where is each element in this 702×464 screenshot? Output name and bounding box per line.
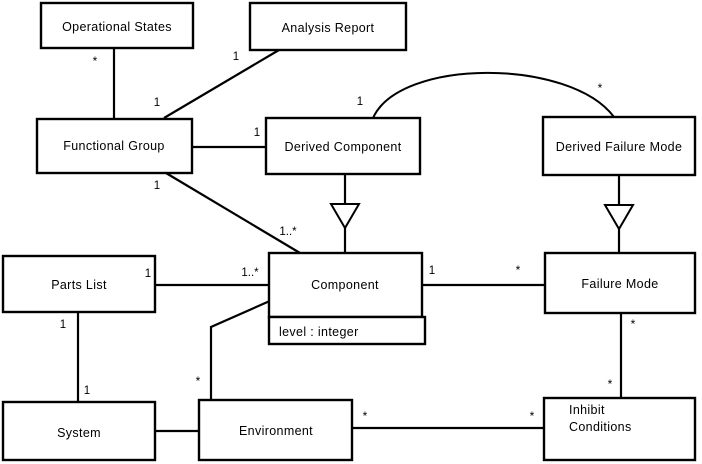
multiplicity-component-left: 1..* (241, 267, 259, 279)
class-name-inhibit-conditions-line1: Inhibit (569, 403, 605, 417)
multiplicity-parts-list-right: 1 (145, 268, 151, 280)
multiplicity-operational-states-star: * (93, 54, 98, 68)
class-rect-system (1, 400, 157, 462)
class-rect-derived-failure-mode (541, 115, 697, 177)
class-rect-environment (197, 398, 354, 462)
multiplicity-component-right: 1 (429, 265, 435, 277)
class-name-failure-mode: Failure Mode (581, 277, 658, 291)
multiplicity-inhibit-conditions-left: * (530, 409, 535, 423)
class-name-analysis-report: Analysis Report (282, 21, 375, 35)
class-name-operational-states: Operational States (62, 20, 172, 34)
multiplicity-functional-group-top: 1 (154, 97, 160, 109)
class-name-functional-group: Functional Group (63, 139, 165, 153)
class-rect-operational-states (39, 1, 195, 50)
multiplicity-environment-top: * (196, 374, 201, 388)
multiplicity-failure-mode-left: * (516, 263, 521, 277)
class-name-parts-list: Parts List (51, 278, 107, 292)
class-box-derived-failure-mode[interactable]: Derived Failure Mode (541, 115, 697, 177)
multiplicity-parts-list-bottom: 1 (60, 319, 66, 331)
class-name-derived-component: Derived Component (284, 140, 401, 154)
class-rect-functional-group (35, 117, 194, 175)
class-box-system[interactable]: System (1, 400, 157, 462)
class-box-operational-states[interactable]: Operational States (39, 1, 195, 50)
multiplicity-derived-failure-mode-top: * (598, 81, 603, 95)
class-rect-inhibit-conditions (542, 396, 697, 462)
class-rect-failure-mode (543, 251, 697, 315)
association-analysis-report-functional-group (163, 49, 280, 119)
multiplicity-component-top-left: 1..* (279, 226, 297, 238)
generalization-arrow-derived-component-component (329, 203, 361, 230)
association-functional-group-component (165, 172, 301, 254)
association-derived-component-derived-failure-mode (372, 71, 615, 119)
multiplicity-functional-group-bottom: 1 (154, 180, 160, 192)
class-name-derived-failure-mode: Derived Failure Mode (556, 140, 683, 154)
class-name-component: Component (311, 278, 379, 292)
association-component-environment (209, 298, 273, 400)
class-attribute-component-level: level : integer (279, 325, 359, 339)
class-box-parts-list[interactable]: Parts List (1, 254, 157, 314)
class-name-system: System (57, 426, 101, 440)
multiplicity-environment-right: * (363, 409, 368, 423)
multiplicity-derived-component-curve: 1 (357, 96, 363, 108)
class-rect-analysis-report (248, 1, 408, 52)
class-box-inhibit-conditions[interactable]: Inhibit Conditions (542, 396, 697, 462)
class-rect-derived-component (264, 116, 422, 176)
multiplicity-inhibit-conditions-top: * (608, 377, 613, 391)
class-box-functional-group[interactable]: Functional Group (35, 117, 194, 175)
class-box-component[interactable]: Component level : integer (267, 251, 427, 346)
class-box-analysis-report[interactable]: Analysis Report (248, 1, 408, 52)
class-box-environment[interactable]: Environment (197, 398, 354, 462)
class-rect-component (267, 251, 424, 319)
class-name-inhibit-conditions-line2: Conditions (569, 420, 632, 434)
multiplicity-failure-mode-bottom: * (631, 317, 636, 331)
class-box-failure-mode[interactable]: Failure Mode (543, 251, 697, 315)
multiplicity-derived-component-left: 1 (254, 127, 260, 139)
generalization-arrow-derived-failure-mode-failure-mode (603, 204, 635, 231)
multiplicity-system-top: 1 (84, 385, 90, 397)
class-rect-parts-list (1, 254, 157, 314)
class-attributes-compartment-component (267, 315, 427, 346)
class-name-environment: Environment (239, 424, 313, 438)
class-box-derived-component[interactable]: Derived Component (264, 116, 422, 176)
multiplicity-analysis-report-left: 1 (233, 51, 239, 63)
